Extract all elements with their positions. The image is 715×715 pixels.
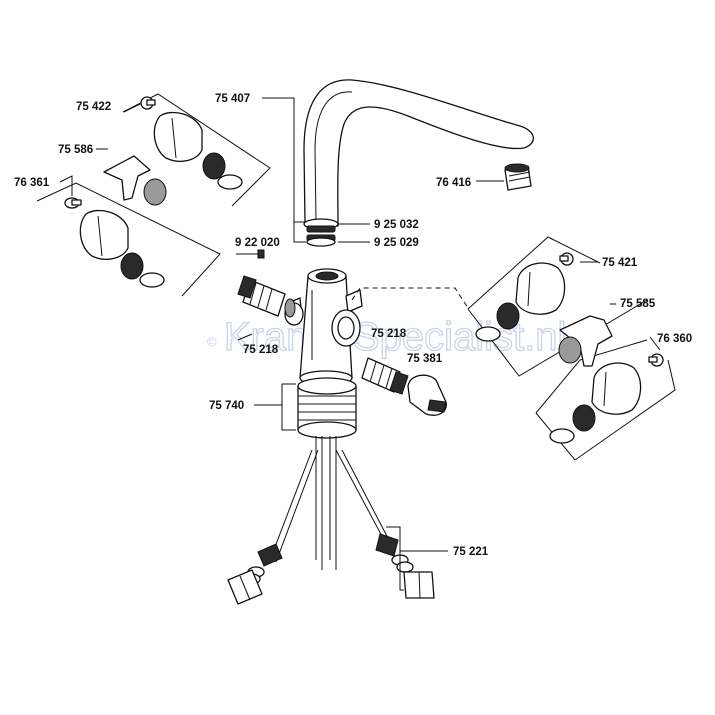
label-75422: 75 422 bbox=[76, 101, 111, 113]
label-75586: 75 586 bbox=[58, 144, 93, 156]
label-75218-right: 75 218 bbox=[371, 328, 407, 340]
cartridge-75218-right bbox=[361, 357, 409, 395]
part-labels: 75 422 75 586 76 361 75 407 76 416 9 25 … bbox=[14, 93, 692, 558]
label-75421: 75 421 bbox=[602, 257, 638, 269]
label-925032: 9 25 032 bbox=[374, 219, 419, 231]
right-handle-set bbox=[475, 252, 664, 444]
aerator-76416 bbox=[504, 163, 532, 191]
label-75218-left: 75 218 bbox=[243, 344, 279, 356]
label-75585: 75 585 bbox=[620, 298, 656, 310]
label-76416: 76 416 bbox=[436, 177, 471, 189]
watermark-copyright: © bbox=[207, 334, 217, 349]
mounting-nut-75740 bbox=[297, 377, 357, 439]
cartridge-75218-left bbox=[237, 275, 296, 318]
faucet-body bbox=[284, 268, 363, 386]
grub-screw-922020 bbox=[257, 249, 265, 259]
label-75740: 75 740 bbox=[209, 400, 244, 412]
link-dashed bbox=[351, 287, 469, 309]
label-75381: 75 381 bbox=[407, 353, 443, 365]
spout-75407 bbox=[303, 79, 534, 247]
label-76361: 76 361 bbox=[14, 177, 50, 189]
label-922020: 9 22 020 bbox=[235, 237, 280, 249]
supply-hoses bbox=[269, 436, 391, 570]
left-handle-set bbox=[64, 96, 243, 288]
label-925029: 9 25 029 bbox=[374, 237, 419, 249]
hose-fittings-75221 bbox=[227, 533, 435, 605]
label-75221: 75 221 bbox=[453, 546, 489, 558]
label-76360: 76 360 bbox=[657, 333, 692, 345]
lever-75381 bbox=[407, 374, 447, 416]
leader-lines bbox=[59, 97, 661, 591]
label-75407: 75 407 bbox=[215, 93, 250, 105]
